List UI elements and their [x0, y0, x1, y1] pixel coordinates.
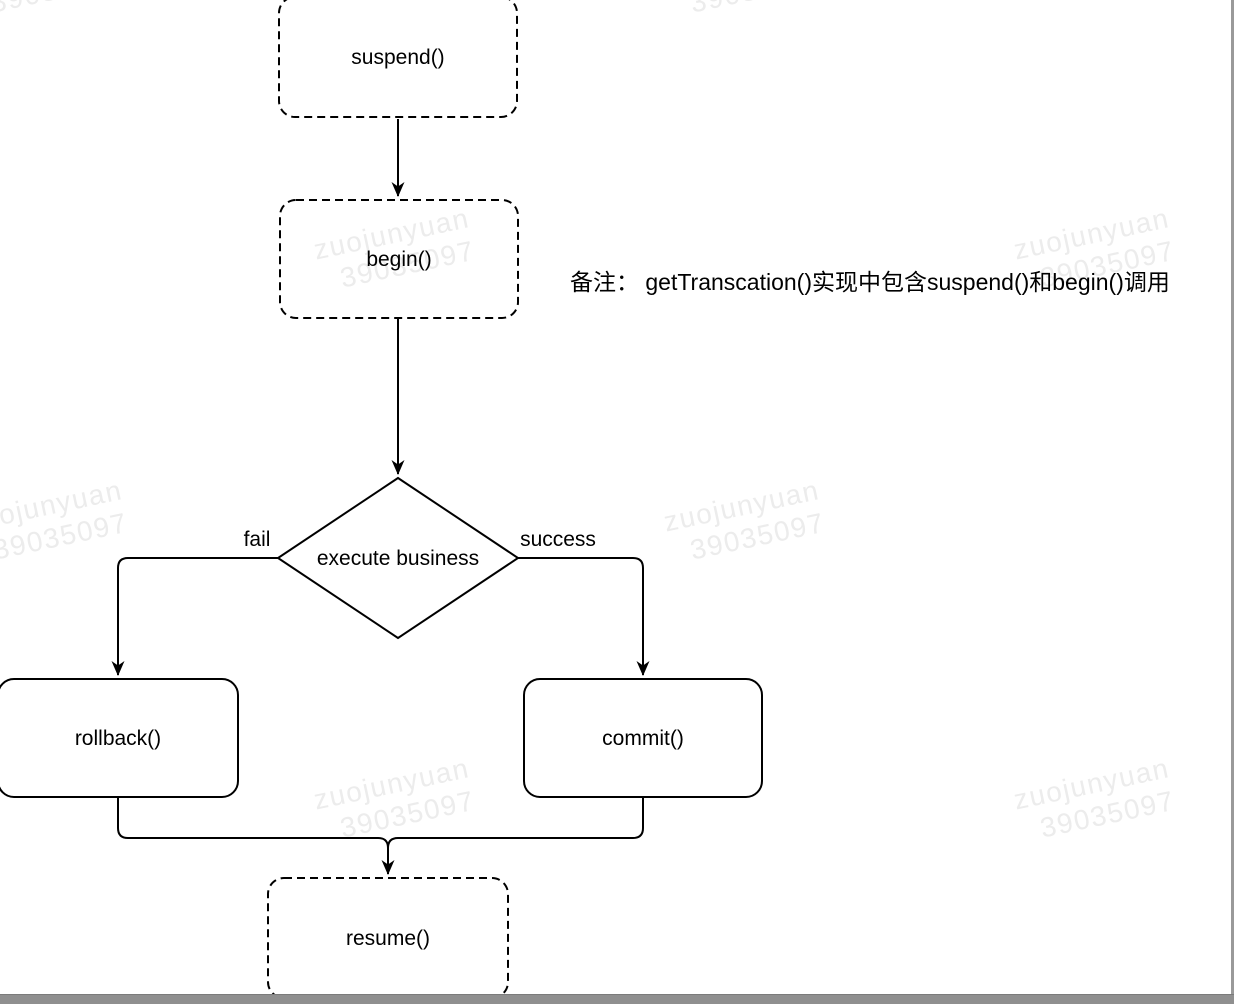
- node-commit-label: commit(): [602, 727, 684, 750]
- note-text: 备注： getTranscation()实现中包含suspend()和begin…: [570, 269, 1170, 295]
- edge-label-success: success: [520, 528, 596, 551]
- node-decision-label: execute business: [317, 547, 479, 570]
- edge-commit-to-merge: [387, 797, 644, 849]
- node-resume-label: resume(): [346, 927, 430, 950]
- node-decision-diamond: [276, 476, 520, 640]
- node-begin-label: begin(): [366, 248, 431, 271]
- node-begin: [279, 199, 519, 319]
- node-suspend: [278, 0, 518, 118]
- edge-label-fail: fail: [244, 528, 271, 551]
- node-rollback: [0, 678, 239, 798]
- window-right-border: [1231, 0, 1234, 994]
- node-rollback-label: rollback(): [75, 727, 161, 750]
- edge-success-to-commit: [518, 557, 650, 676]
- node-suspend-label: suspend(): [351, 46, 444, 69]
- horizontal-scrollbar[interactable]: [0, 994, 1234, 1004]
- edge-fail-to-rollback: [111, 557, 278, 676]
- edge-rollback-to-merge: [117, 797, 389, 849]
- node-commit: [523, 678, 763, 798]
